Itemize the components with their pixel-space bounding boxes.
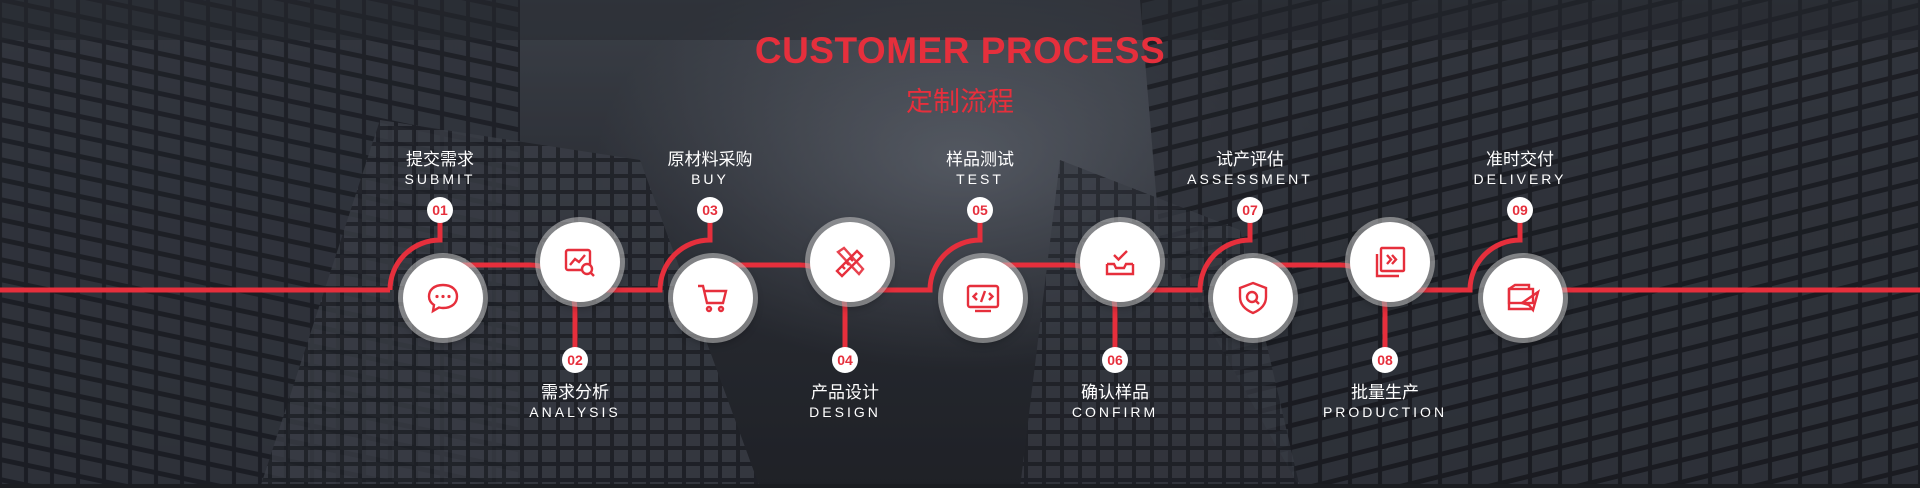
step-06-title: 确认样品 (1081, 383, 1149, 403)
step-03-number: 03 (697, 197, 723, 223)
step-04-subtitle: DESIGN (809, 404, 881, 420)
step-01-subtitle: SUBMIT (404, 171, 476, 187)
step-09-label: 准时交付 DELIVERY (1430, 150, 1610, 188)
step-04-number: 04 (832, 347, 858, 373)
step-03-label: 原材料采购 BUY (620, 150, 800, 188)
step-01-label: 提交需求 SUBMIT (350, 150, 530, 188)
step-05-subtitle: TEST (956, 171, 1004, 187)
step-02-subtitle: ANALYSIS (529, 404, 621, 420)
step-06-circle[interactable] (1080, 222, 1160, 302)
step-08-title: 批量生产 (1351, 383, 1419, 403)
chart-magnify-icon (564, 248, 595, 277)
step-05-number: 05 (967, 197, 993, 223)
step-02-circle[interactable] (540, 222, 620, 302)
step-01-circle[interactable] (403, 258, 483, 338)
step-08-subtitle: PRODUCTION (1322, 404, 1448, 420)
step-02-label: 需求分析 ANALYSIS (485, 383, 665, 421)
step-05-title: 样品测试 (946, 150, 1014, 170)
step-03-circle[interactable] (673, 258, 753, 338)
step-08-number: 08 (1372, 347, 1398, 373)
step-04-circle[interactable] (810, 222, 890, 302)
step-06-subtitle: CONFIRM (1071, 404, 1159, 420)
step-03-title: 原材料采购 (667, 150, 753, 170)
step-09-title: 准时交付 (1486, 150, 1554, 170)
step-04-title: 产品设计 (811, 383, 879, 403)
bottom-divider (0, 484, 1920, 488)
code-screen-icon (966, 284, 1000, 313)
step-08-circle[interactable] (1350, 222, 1430, 302)
step-06-label: 确认样品 CONFIRM (1025, 383, 1205, 421)
step-01-title: 提交需求 (406, 150, 474, 170)
step-05-circle[interactable] (943, 258, 1023, 338)
shield-search-icon (1238, 281, 1268, 315)
step-07-label: 试产评估 ASSESSMENT (1160, 150, 1340, 188)
step-09-number: 09 (1507, 197, 1533, 223)
wallet-send-icon (1507, 283, 1541, 313)
step-07-number: 07 (1237, 197, 1263, 223)
inbox-check-icon (1105, 250, 1135, 276)
step-08-label: 批量生产 PRODUCTION (1295, 383, 1475, 421)
step-03-subtitle: BUY (691, 171, 729, 187)
step-05-label: 样品测试 TEST (890, 150, 1070, 188)
page-title: CUSTOMER PROCESS (754, 30, 1166, 71)
step-09-circle[interactable] (1483, 258, 1563, 338)
step-02-title: 需求分析 (541, 383, 609, 403)
page-subtitle: 定制流程 (906, 87, 1014, 118)
step-02-number: 02 (562, 347, 588, 373)
step-09-subtitle: DELIVERY (1473, 171, 1567, 187)
step-06-number: 06 (1102, 347, 1128, 373)
step-07-title: 试产评估 (1216, 150, 1284, 170)
ruler-pencil-icon (835, 246, 865, 278)
chat-bubble-icon (427, 283, 459, 314)
step-04-label: 产品设计 DESIGN (755, 383, 935, 421)
step-01-number: 01 (427, 197, 453, 223)
step-07-circle[interactable] (1213, 258, 1293, 338)
shopping-cart-icon (698, 284, 728, 313)
copy-forward-icon (1375, 246, 1406, 278)
step-07-subtitle: ASSESSMENT (1187, 171, 1313, 187)
